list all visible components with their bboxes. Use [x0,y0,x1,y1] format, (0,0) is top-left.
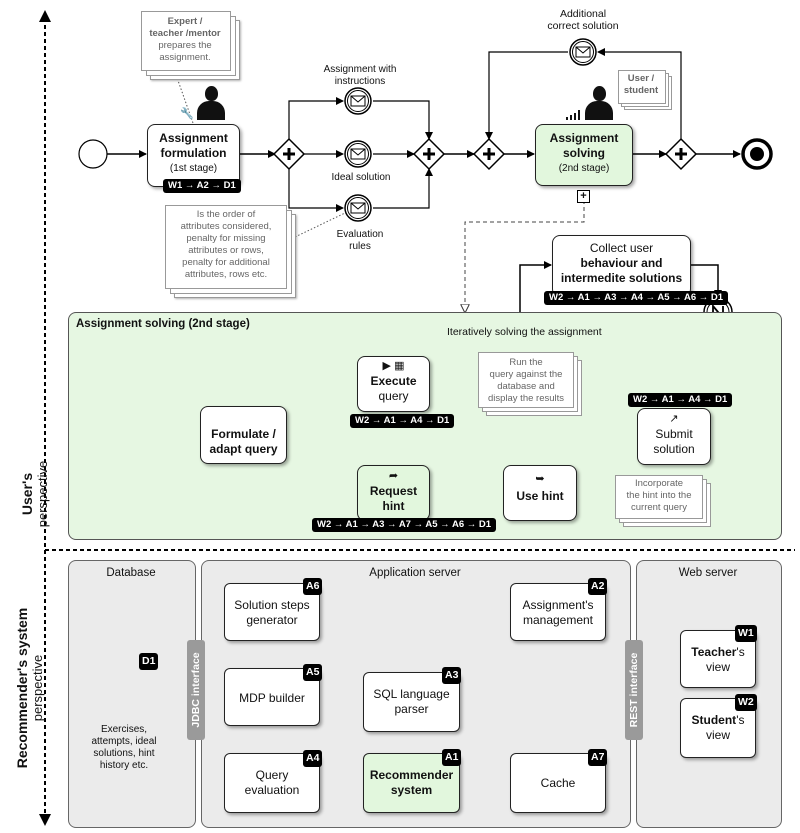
expert-person-icon [197,86,225,120]
user-note: User /student [618,70,672,110]
badge-a5: A5 [303,664,323,681]
a2-assignments-management[interactable]: Assignment's management [510,583,606,641]
web-server-title: Web server [678,567,738,579]
submit-code: W2 → A1 → A4 → D1 [628,393,733,407]
formulate-query-task[interactable]: Formulate / adapt query [200,406,287,464]
execute-code: W2 → A1 → A4 → D1 [350,414,455,428]
badge-a3: A3 [442,667,462,684]
message-ideal-icon [344,140,372,168]
a5-mdp-builder[interactable]: MDP builder [224,668,320,726]
rest-interface-bar [625,640,643,740]
loop-label: Iteratively solving the assignment [447,326,602,338]
collect-behaviour-task[interactable]: Collect user behaviour and intermedite s… [552,235,691,297]
badge-a2: A2 [588,578,608,595]
a6-solution-steps-generator[interactable]: Solution steps generator [224,583,320,641]
badge-a4: A4 [303,750,323,767]
hint-in-icon: ➥ [535,473,545,485]
gateway-4 [664,137,698,171]
database-title: Database [106,567,156,579]
user-person-icon [585,86,613,120]
database-panel [68,560,196,828]
gateway-1 [272,137,306,171]
submit-solution-task[interactable]: ↗ Submit solution [637,408,711,465]
web-server-panel [636,560,782,828]
assignment-solving-task[interactable]: Assignment solving (2nd stage) [535,124,633,186]
badge-a6: A6 [303,578,323,595]
execute-query-task[interactable]: ▶ ▦ Execute query [357,356,430,412]
expert-note: Expert / teacher /mentor prepares the as… [141,11,240,80]
badge-d1: D1 [139,653,159,670]
user-perspective-label: User's perspective [19,460,50,528]
a1-recommender-system[interactable]: Recommender system [363,753,460,813]
jdbc-interface-label: JDBC interface [190,652,202,728]
recommender-perspective-label: Recommender's system perspective [14,607,45,769]
gateway-3 [472,137,506,171]
share-icon: ↗ [669,413,679,425]
message-instructions-icon [344,87,372,115]
hint-out-icon: ➦ [388,470,399,482]
assignment-formulation-task[interactable]: Assignment formulation (1st stage) [147,124,240,187]
msg-ideal-label: Ideal solution [331,172,391,183]
wrench-icon: 🔧 [180,108,194,120]
end-event [741,138,773,170]
badge-a1: A1 [442,749,462,766]
use-hint-task[interactable]: ➥ Use hint [503,465,577,521]
message-eval-icon [344,194,372,222]
subprocess-title: Assignment solving (2nd stage) [76,318,250,330]
execute-note: Run the query against the database and d… [478,352,582,416]
collect-code: W2 → A1 → A3 → A4 → A5 → A6 → D1 [544,291,729,305]
gateway-2 [412,137,446,171]
table-icon: ▦ [394,360,405,372]
start-event [78,139,108,169]
play-icon: ▶ [382,360,391,372]
request-hint-task[interactable]: ➦ Request hint [357,465,430,521]
expand-subprocess-button[interactable]: + [577,190,590,203]
database-caption: Exercises, attempts, ideal solutions, hi… [91,724,157,771]
badge-w2: W2 [735,694,757,711]
jdbc-interface-bar [187,640,205,740]
message-additional-icon [569,38,597,66]
signal-bars-icon [566,110,580,120]
badge-w1: W1 [735,625,757,642]
request-hint-code: W2 → A1 → A3 → A7 → A5 → A6 → D1 [312,518,497,532]
eval-rules-note: Is the order of attributes considered, p… [165,205,296,298]
formulation-code: W1 → A2 → D1 [163,179,241,193]
badge-a7: A7 [588,749,608,766]
use-hint-note: Incorporate the hint into the current qu… [615,475,711,527]
app-server-title: Application server [369,567,461,579]
rest-interface-label: REST interface [628,652,640,728]
